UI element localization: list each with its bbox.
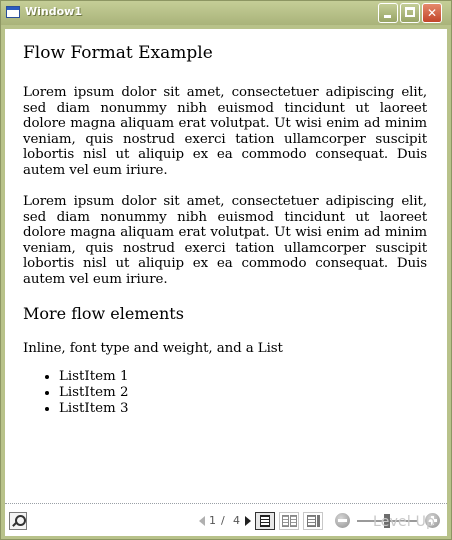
watermark-text: Level Up [373, 514, 436, 530]
maximize-button[interactable] [400, 3, 420, 23]
bullet-list: ListItem 1 ListItem 2 ListItem 3 [23, 369, 427, 417]
single-page-view-icon[interactable] [255, 512, 275, 530]
zoom-slider-thumb[interactable] [384, 514, 390, 528]
zoom-in-icon[interactable] [425, 513, 440, 528]
two-page-view-icon[interactable] [279, 512, 299, 530]
list-item: ListItem 3 [59, 401, 427, 417]
next-page-icon[interactable] [245, 516, 251, 526]
list-item: ListItem 2 [59, 385, 427, 401]
paragraph-2: Lorem ipsum dolor sit amet, consectetuer… [23, 194, 427, 287]
document-heading: Flow Format Example [23, 43, 213, 63]
total-pages: 4 [233, 514, 240, 527]
scroll-view-icon[interactable] [303, 512, 323, 530]
document-viewer: Flow Format Example Lorem ipsum dolor si… [5, 29, 447, 536]
list-item: ListItem 1 [59, 369, 427, 385]
document-subheading: More flow elements [23, 304, 184, 323]
minimize-button[interactable] [378, 3, 398, 23]
window-title: Window1 [25, 5, 82, 18]
search-icon[interactable] [9, 512, 27, 530]
close-button[interactable]: ✕ [422, 3, 442, 23]
current-page: 1 [209, 514, 216, 527]
zoom-out-icon[interactable] [335, 513, 350, 528]
page-separator: / [221, 514, 225, 527]
paragraph-1: Lorem ipsum dolor sit amet, consectetuer… [23, 85, 427, 178]
previous-page-icon[interactable] [199, 516, 205, 526]
flow-document: Flow Format Example Lorem ipsum dolor si… [23, 41, 427, 417]
intro-text: Inline, font type and weight, and a List [23, 341, 283, 356]
title-bar[interactable]: Window1 ✕ [1, 1, 451, 25]
window-icon [6, 6, 20, 18]
viewer-toolbar: 1 / 4 Level Up [5, 503, 447, 536]
